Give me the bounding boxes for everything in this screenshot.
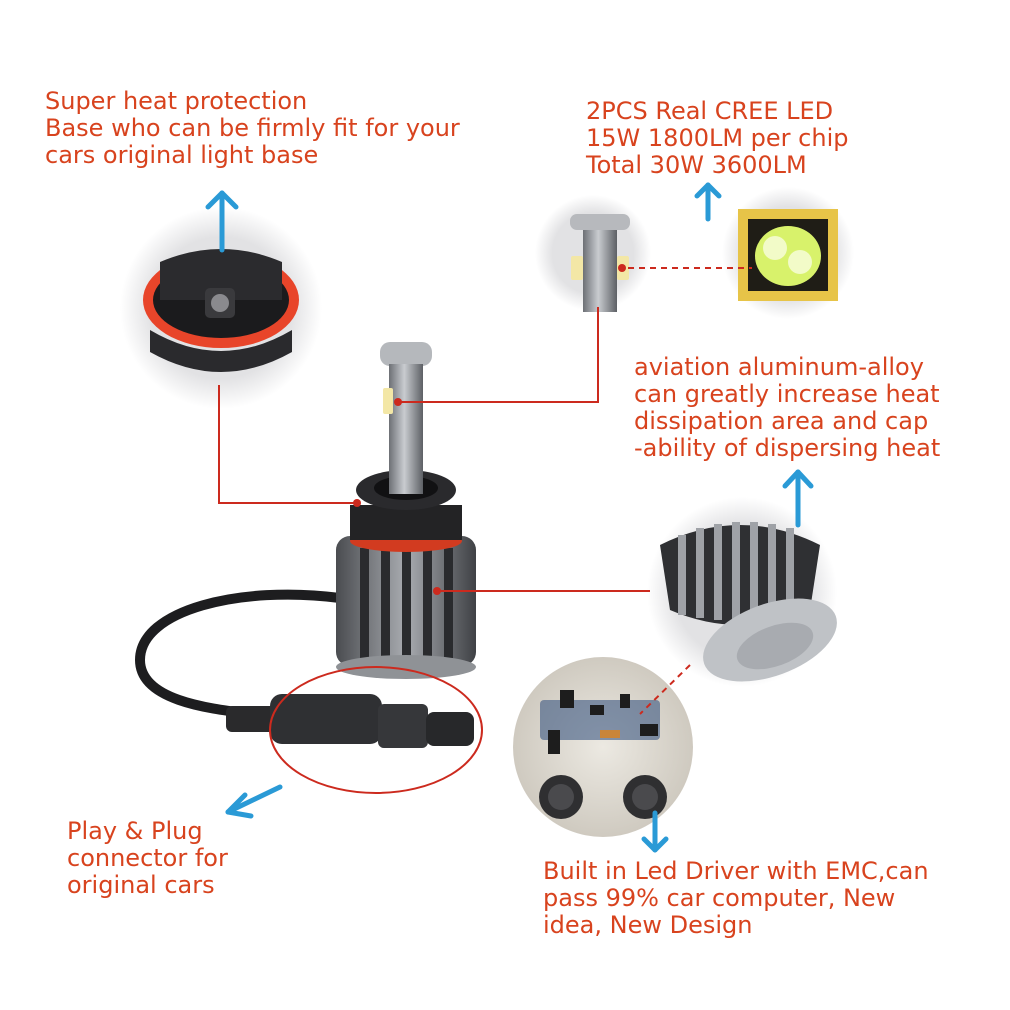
play-plug-line: Play & Plug bbox=[67, 817, 203, 845]
heat-protection-line: Super heat protection bbox=[45, 87, 308, 115]
base-detail-image bbox=[120, 207, 322, 409]
blue-arrows bbox=[205, 182, 814, 853]
arrow-down-left-play-plug bbox=[225, 784, 283, 819]
aluminum-alloy-line: -ability of dispersing heat bbox=[634, 434, 941, 462]
aluminum-alloy-label: aviation aluminum-alloy can greatly incr… bbox=[634, 354, 940, 462]
led-driver-line: idea, New Design bbox=[543, 911, 753, 939]
play-plug-line: original cars bbox=[67, 871, 215, 899]
play-plug-line: connector for bbox=[67, 844, 228, 872]
heat-protection-label: Super heat protection Base who can be fi… bbox=[45, 88, 460, 169]
headlight-bulb-image bbox=[134, 342, 476, 748]
led-driver-line: pass 99% car computer, New bbox=[543, 884, 896, 912]
led-shaft-detail-image bbox=[535, 195, 651, 312]
aluminum-alloy-line: can greatly increase heat bbox=[634, 380, 940, 408]
cree-led-line: Total 30W 3600LM bbox=[586, 151, 807, 179]
leader-shaft bbox=[398, 307, 599, 403]
cree-chip-detail-image bbox=[722, 187, 854, 319]
led-driver-pcb-image bbox=[513, 657, 693, 837]
connector-highlight-ring bbox=[269, 666, 483, 794]
play-plug-label: Play & Plug connector for original cars bbox=[67, 818, 228, 899]
arrow-down-led-driver bbox=[641, 810, 669, 853]
led-driver-label: Built in Led Driver with EMC,can pass 99… bbox=[543, 858, 929, 939]
led-driver-line: Built in Led Driver with EMC,can bbox=[543, 857, 929, 885]
aluminum-alloy-line: dissipation area and cap bbox=[634, 407, 929, 435]
cree-led-line: 15W 1800LM per chip bbox=[586, 124, 849, 152]
arrow-up-aluminum-alloy bbox=[782, 469, 814, 528]
cree-led-line: 2PCS Real CREE LED bbox=[586, 97, 834, 125]
heatsink-detail-image bbox=[647, 497, 837, 687]
arrow-up-heat-protection bbox=[205, 190, 239, 253]
leader-lines bbox=[218, 267, 752, 794]
leader-base bbox=[218, 385, 357, 504]
aluminum-alloy-line: aviation aluminum-alloy bbox=[634, 353, 924, 381]
heat-protection-line: Base who can be firmly fit for your bbox=[45, 114, 460, 142]
leader-pcb bbox=[639, 664, 691, 715]
arrow-up-cree-led bbox=[694, 182, 722, 222]
heat-protection-line: cars original light base bbox=[45, 141, 319, 169]
cree-led-label: 2PCS Real CREE LED 15W 1800LM per chip T… bbox=[586, 98, 849, 179]
leader-dots bbox=[353, 264, 626, 595]
